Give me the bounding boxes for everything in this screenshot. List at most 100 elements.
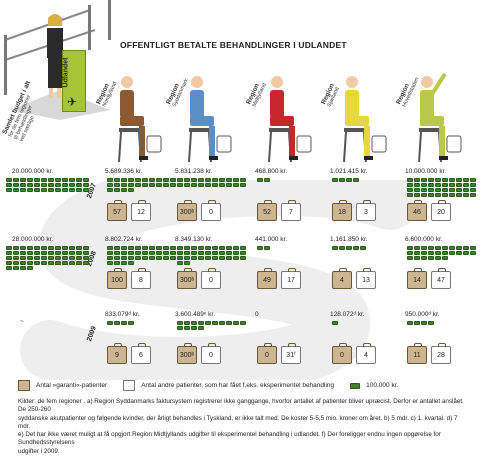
money-icon [435, 256, 441, 260]
money-icon [191, 183, 197, 187]
money-icon [114, 321, 120, 325]
money-stack-2007-0 [107, 178, 177, 192]
money-icon [421, 246, 427, 250]
money-icon [6, 183, 12, 187]
amount-2008-3: 1.161.850 kr. [330, 236, 368, 243]
money-icon [240, 246, 246, 250]
seated-figure-3 [330, 70, 390, 170]
total-money-stack-2007 [6, 178, 90, 192]
money-icon [156, 251, 162, 255]
amount-2007-4: 10.000.000 kr. [405, 168, 447, 175]
legend-guarantee-label: Antal »garanti«-patienter [36, 382, 108, 389]
money-icon [27, 256, 33, 260]
money-icon [27, 178, 33, 182]
total-empty-2009: ~ [20, 318, 24, 325]
money-icon [177, 256, 183, 260]
money-icon [414, 246, 420, 250]
money-stack-2009-3 [332, 321, 402, 325]
money-icon [240, 178, 246, 182]
money-icon [212, 178, 218, 182]
money-icon [264, 178, 270, 182]
money-icon [407, 188, 413, 192]
money-icon [149, 183, 155, 187]
other-case-2008-2: 17 [281, 268, 301, 289]
amount-2007-2: 468.800 kr. [255, 168, 288, 175]
money-icon [421, 256, 427, 260]
money-icon [48, 251, 54, 255]
money-icon [114, 178, 120, 182]
money-icon [34, 188, 40, 192]
money-icon [456, 251, 462, 255]
money-icon [177, 178, 183, 182]
money-icon [456, 183, 462, 187]
money-icon [198, 326, 204, 330]
money-icon [407, 251, 413, 255]
money-icon [191, 256, 197, 260]
money-icon [463, 193, 469, 197]
money-icon [142, 178, 148, 182]
legend-other-label: Antal andre patienter, som har fået f.ek… [141, 382, 335, 389]
money-icon [121, 246, 127, 250]
money-icon [135, 251, 141, 255]
money-stack-2009-1 [177, 321, 247, 330]
amount-2008-1: 8.349.130 kr. [175, 236, 213, 243]
money-icon [156, 256, 162, 260]
money-icon [470, 193, 476, 197]
money-stack-2007-3 [332, 178, 402, 182]
money-icon [212, 246, 218, 250]
money-icon [128, 183, 134, 187]
money-icon [149, 256, 155, 260]
money-icon [121, 183, 127, 187]
seated-figure-1 [175, 70, 235, 170]
money-icon [6, 266, 12, 270]
money-icon [233, 178, 239, 182]
money-icon [470, 246, 476, 250]
money-icon [62, 251, 68, 255]
money-icon [13, 256, 19, 260]
money-icon [184, 183, 190, 187]
seated-figure-2 [255, 70, 315, 170]
money-icon [442, 188, 448, 192]
money-icon [121, 251, 127, 255]
money-icon [163, 183, 169, 187]
other-case-2007-1: 0 [201, 200, 221, 221]
amount-2007-3: 1.021.415 kr. [330, 168, 368, 175]
money-icon [128, 178, 134, 182]
money-icon [20, 261, 26, 265]
money-icon [135, 178, 141, 182]
money-icon [414, 251, 420, 255]
page-title: OFFENTLIGT BETALTE BEHANDLINGER I UDLAND… [120, 40, 347, 50]
amount-2009-1: 3.600.489ᵉ kr. [175, 311, 215, 318]
money-icon [212, 256, 218, 260]
money-icon [13, 178, 19, 182]
guarantee-case-2008-3: 4 [332, 268, 352, 289]
money-icon [414, 178, 420, 182]
money-icon [184, 326, 190, 330]
money-stack-2009-0 [107, 321, 177, 325]
money-icon [205, 183, 211, 187]
money-icon [13, 266, 19, 270]
other-case-2008-3: 13 [356, 268, 376, 289]
money-icon [421, 251, 427, 255]
udlandet-sign: Udlandet ✈ [62, 50, 86, 112]
money-icon [463, 178, 469, 182]
money-icon [27, 266, 33, 270]
money-icon [34, 178, 40, 182]
money-icon [470, 183, 476, 187]
money-icon [62, 183, 68, 187]
amount-2009-2: 0 [255, 311, 259, 318]
money-icon [219, 246, 225, 250]
money-icon [184, 321, 190, 325]
money-icon [435, 246, 441, 250]
money-icon [421, 178, 427, 182]
money-icon [205, 256, 211, 260]
source-notes: Kilder: de fem regioner . a) Region Sydd… [18, 398, 468, 456]
money-icon [62, 188, 68, 192]
money-icon [128, 321, 134, 325]
money-icon [69, 256, 75, 260]
money-icon [20, 188, 26, 192]
total-2007: 20.000.000 kr. [12, 168, 54, 175]
money-icon [114, 256, 120, 260]
money-icon [407, 256, 413, 260]
money-icon [339, 178, 345, 182]
